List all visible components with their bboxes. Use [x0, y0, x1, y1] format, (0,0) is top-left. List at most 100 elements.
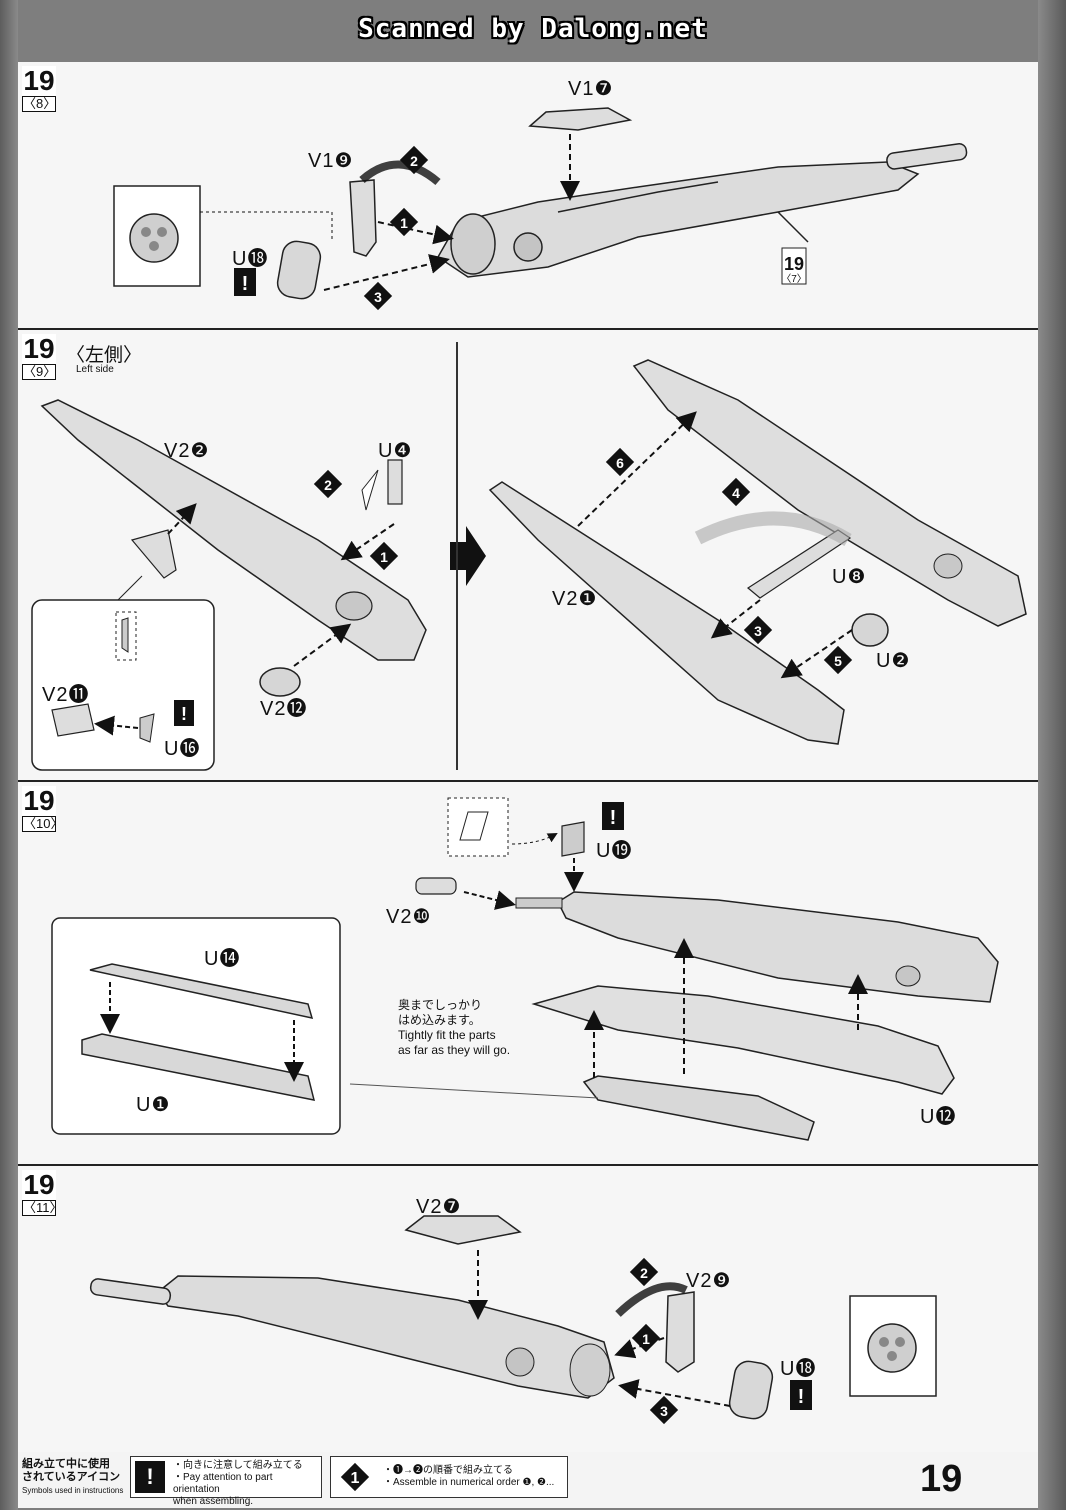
label-v1-7: V1❼ — [568, 78, 614, 100]
label-v2-7: V2❼ — [416, 1196, 462, 1218]
scan-edge-right — [1038, 0, 1066, 1510]
order-marker-1: 1 — [389, 207, 419, 237]
part-v1-9 — [349, 179, 377, 257]
order-marker-3: 3 — [649, 1395, 679, 1425]
part-u12 — [531, 985, 955, 1095]
step-number-main: 19 — [23, 333, 55, 364]
svg-text:2: 2 — [640, 1265, 648, 1281]
label-u18: U⓲ — [232, 248, 269, 270]
svg-text:!: ! — [610, 807, 617, 829]
part-u14 — [89, 963, 314, 1019]
step-10-drawing: ! — [51, 797, 999, 1141]
barrel-assembly — [156, 1275, 615, 1399]
step-number-main: 19 — [23, 1169, 55, 1200]
part-v2-11 — [51, 703, 95, 737]
detail-inset — [51, 917, 341, 1135]
page-number: 19 — [920, 1458, 963, 1500]
part-v2-2 — [40, 399, 427, 661]
label-v1-9: V1❾ — [308, 150, 354, 172]
label-u18: U⓲ — [780, 1358, 817, 1380]
legend-title-ja-1: 組み立て中に使用 — [22, 1458, 110, 1470]
svg-text:5: 5 — [834, 653, 842, 669]
label-u4: U❹ — [378, 440, 413, 462]
legend-caution: ! ・向きに注意して組み立てる ・Pay attention to part o… — [130, 1456, 322, 1507]
label-v2-1: V2❶ — [552, 588, 598, 610]
step-number-sub: 〈10〉 — [22, 816, 64, 832]
order-marker-4: 4 — [721, 477, 751, 507]
legend-title-ja-2: されているアイコン — [22, 1471, 121, 1483]
order-marker-1: 1 — [631, 1323, 661, 1353]
label-v2-12: V2⓬ — [260, 698, 308, 720]
svg-text:3: 3 — [754, 623, 762, 639]
barrel-assembly — [437, 143, 968, 278]
fit-note-en-2: as far as they will go. — [398, 1043, 511, 1057]
step-number-sub: 〈8〉 — [22, 96, 57, 112]
label-u2: U❷ — [876, 650, 911, 672]
legend-order-ja: ・❶→❷の順番で組み立てる — [383, 1465, 513, 1476]
step-panel-8: 19 〈8〉 2 1 3 — [18, 62, 1038, 330]
legend-order: 1 ・❶→❷の順番で組み立てる ・Assemble in numerical o… — [330, 1456, 568, 1498]
order-marker-1: 1 — [369, 541, 399, 571]
step-number: 19 〈11〉 — [22, 1169, 63, 1216]
svg-text:19: 19 — [784, 254, 804, 274]
caution-icon — [174, 700, 194, 726]
fit-note: 奥までしっかり はめ込みます。 Tightly fit the parts as… — [398, 998, 510, 1058]
caution-icon — [790, 1380, 812, 1410]
legend-caution-ja: ・向きに注意して組み立てる — [173, 1460, 303, 1471]
side-label-en: Left side — [76, 364, 114, 375]
svg-text:1: 1 — [400, 215, 408, 231]
part-u19 — [561, 821, 585, 857]
part-u4 — [387, 459, 403, 505]
label-u16: U⓰ — [164, 738, 201, 760]
step-panel-9: 19 〈9〉 〈左側〉 Left side ! 2 1 — [18, 330, 1038, 782]
order-diamond-icon: 1 — [340, 1462, 370, 1492]
step-number: 19 〈9〉 — [22, 334, 56, 380]
legend-title: 組み立て中に使用 されているアイコン Symbols used in instr… — [22, 1458, 123, 1497]
step-number-main: 19 — [23, 785, 55, 816]
part-u2 — [851, 613, 889, 647]
order-marker-2: 2 — [629, 1257, 659, 1287]
svg-text:1: 1 — [380, 549, 388, 565]
next-arrow-icon — [450, 526, 486, 586]
legend-title-en: Symbols used in instructions — [22, 1486, 124, 1495]
label-v2-11: V2⓫ — [42, 684, 90, 706]
svg-text:2: 2 — [410, 153, 418, 169]
svg-text:4: 4 — [732, 485, 740, 501]
svg-text:3: 3 — [660, 1403, 668, 1419]
caution-icon — [602, 802, 624, 830]
part-v2-12 — [259, 667, 301, 697]
step-8-drawing: 2 1 3 ! 19 〈7〉 — [113, 107, 968, 311]
label-u19: U⓳ — [596, 840, 633, 862]
step-number-sub: 〈11〉 — [22, 1200, 63, 1216]
order-marker-3: 3 — [363, 281, 393, 311]
fit-note-ja-2: はめ込みます。 — [398, 1013, 481, 1027]
label-u1: U❶ — [136, 1094, 171, 1116]
svg-text:1: 1 — [351, 1470, 360, 1487]
label-u8: U❽ — [832, 566, 867, 588]
order-marker-6: 6 — [605, 447, 635, 477]
step-panel-11: 19 〈11〉 2 1 3 ! V2❼ V2❾ U⓲ — [18, 1166, 1038, 1454]
part-v1-7 — [528, 107, 633, 131]
part-u18 — [276, 240, 322, 300]
part-u18 — [728, 1360, 774, 1420]
step-9-drawing: ! 2 1 6 4 3 5 — [31, 359, 1027, 771]
label-v2-10: V2❿ — [386, 906, 432, 928]
legend-order-en: ・Assemble in numerical order ❶, ❷... — [383, 1477, 555, 1488]
barrel-assembly — [557, 891, 999, 1003]
svg-text:3: 3 — [374, 289, 382, 305]
legend-caution-en-2: when assembling. — [173, 1496, 254, 1507]
order-marker-5: 5 — [823, 645, 853, 675]
label-u12: U⓬ — [920, 1106, 957, 1128]
step-number: 19 〈10〉 — [22, 785, 64, 832]
scan-edge-left — [0, 0, 18, 1510]
watermark: Scanned by Dalong.net — [358, 14, 708, 44]
icon-legend-footer: 組み立て中に使用 されているアイコン Symbols used in instr… — [18, 1452, 1038, 1508]
svg-text:2: 2 — [324, 477, 332, 493]
step-number-sub: 〈9〉 — [22, 364, 57, 380]
step-11-drawing: 2 1 3 ! — [89, 1215, 937, 1425]
step-number-main: 19 — [23, 65, 55, 96]
caution-icon — [234, 268, 256, 296]
part-u1 — [81, 1033, 316, 1101]
caution-icon: ! — [135, 1461, 165, 1493]
svg-text:!: ! — [181, 704, 187, 724]
